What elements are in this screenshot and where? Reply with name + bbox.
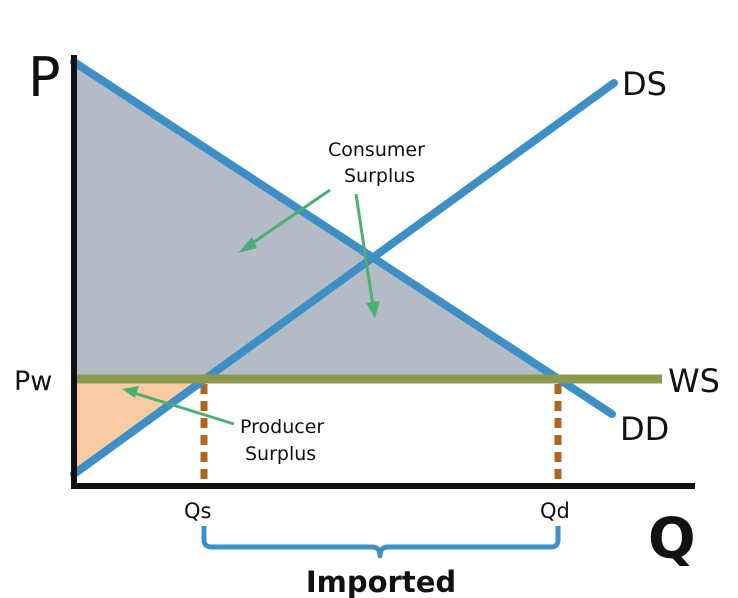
producer-surplus-arrow bbox=[122, 386, 235, 426]
imported-bracket bbox=[201, 526, 561, 559]
qs-label: Qs bbox=[184, 499, 211, 523]
price-world-label: Pw bbox=[14, 366, 52, 397]
axis-y-label: P bbox=[28, 46, 61, 109]
consumer-surplus-label-line2: Surplus bbox=[344, 165, 415, 187]
supply-label: DS bbox=[622, 65, 667, 103]
imported-label: Imported bbox=[306, 565, 456, 598]
producer-surplus-label-line1: Producer bbox=[240, 416, 324, 438]
world-supply-label: WS bbox=[668, 362, 720, 400]
demand-label: DD bbox=[620, 410, 669, 448]
demand-curve bbox=[70, 58, 616, 418]
supply-curve bbox=[70, 79, 618, 478]
producer-surplus-label-line2: Surplus bbox=[245, 443, 316, 465]
consumer-surplus-arrow-down bbox=[354, 193, 380, 318]
qd-label: Qd bbox=[540, 499, 570, 523]
consumer-surplus-label-line1: Consumer bbox=[328, 139, 425, 161]
axis-x-label: Q bbox=[648, 507, 696, 572]
consumer-surplus-arrow-left bbox=[238, 188, 331, 253]
